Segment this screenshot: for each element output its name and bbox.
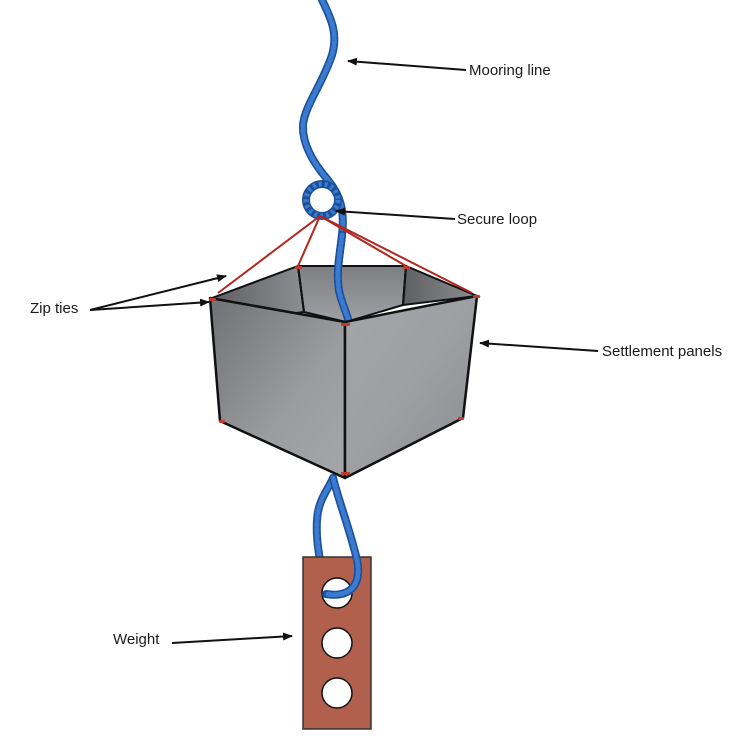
zip-tie-lines bbox=[217, 215, 473, 294]
weight-arrow bbox=[171, 632, 293, 644]
secure-loop-label: Secure loop bbox=[457, 211, 538, 228]
settlement-panels-label: Settlement panels bbox=[602, 343, 723, 360]
zip-ties-label: Zip ties bbox=[30, 300, 79, 317]
weight-hole bbox=[321, 627, 353, 659]
weight-rope bbox=[312, 474, 337, 564]
weight-label: Weight bbox=[113, 631, 160, 648]
annotation-arrows bbox=[89, 57, 599, 644]
zip-tie-tabs bbox=[209, 266, 480, 475]
mooring-line-arrow bbox=[347, 57, 467, 71]
mooring-line-label: Mooring line bbox=[469, 62, 551, 79]
secure-loop bbox=[302, 180, 342, 220]
secure-loop-arrow bbox=[335, 207, 456, 220]
weight-rope-knot bbox=[322, 474, 363, 599]
settlement-panels-arrow bbox=[479, 339, 599, 352]
settlement-panel-box bbox=[208, 231, 481, 480]
weight-hole bbox=[321, 677, 353, 709]
weight-brick bbox=[302, 556, 372, 730]
zip-ties-arrow-upper bbox=[89, 274, 227, 311]
zip-ties-arrow-lower bbox=[89, 298, 210, 311]
